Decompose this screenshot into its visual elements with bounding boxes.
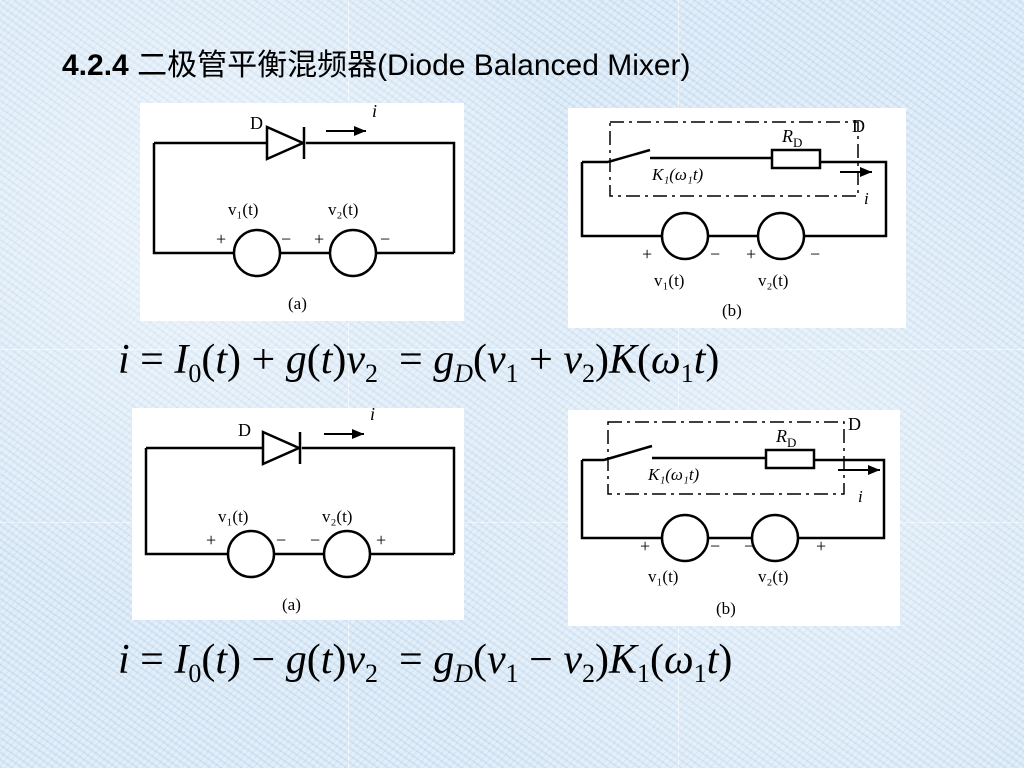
plus-sign: + [746,244,756,264]
circuit-bottom-b: RD D K₁(ω₁t) i + − − + v₁(t) v₂(t) (b) [568,410,900,626]
wire [152,143,234,255]
wire [144,448,228,556]
current-label: i [864,189,869,208]
v2-label: v₂(t) [322,507,352,526]
slide-title: 4.2.4 二极管平衡混频器(Diode Balanced Mixer) [62,40,691,84]
diode-label: D [848,414,861,434]
minus-sign: − [710,536,720,556]
wire [580,162,662,238]
equation-1: i = I0(t) + g(t)v2 = gD(v1 + v2)K(ω1t) [118,337,720,388]
diode-equivalent-box [609,121,859,197]
plus-sign: + [376,530,386,550]
source-v1 [660,513,710,563]
figure-caption: (b) [716,599,736,618]
diode-symbol [261,430,303,466]
minus-sign: − [281,229,291,249]
figure-caption: (b) [722,301,742,320]
resistor-label: RD [781,126,802,150]
equation-2: i = I0(t) − g(t)v2 = gD(v1 − v2)K1(ω1t) [118,637,733,688]
current-label: i [858,487,863,506]
tile-seam [678,0,679,768]
plus-sign: + [640,536,650,556]
minus-sign: − [310,530,320,550]
diode-label: D [238,420,251,440]
circuit-bottom-a: D i v₁(t) v₂(t) + − − + (a) [132,408,464,620]
source-v2 [750,513,800,563]
tile-seam [0,522,1024,523]
arrow-head [868,465,880,475]
plus-sign: + [206,530,216,550]
title-text: 二极管平衡混频器(Diode Balanced Mixer) [128,49,691,82]
figure-caption: (a) [288,294,307,313]
minus-sign: − [810,244,820,264]
source-v1 [660,211,710,261]
switch-blade [607,148,651,164]
resistor [770,148,822,170]
minus-sign: − [744,536,754,556]
resistor [764,448,816,470]
tile-seam [348,0,349,768]
wire [804,160,888,238]
wire [302,446,456,554]
plus-sign: + [642,244,652,264]
resistor-label: RD [775,426,796,450]
source-v1 [226,529,276,579]
plus-sign: + [816,536,826,556]
diode-equivalent-box [607,421,845,495]
figure-caption: (a) [282,595,301,614]
section-number: 4.2.4 [62,49,129,82]
wire [798,458,886,540]
plus-sign: + [216,229,226,249]
plus-sign: + [314,229,324,249]
circuit-top-b: RD D K₁(ω₁t) i + − + − v₁(t) v₂(t) (b) [568,108,906,328]
source-v2 [322,529,372,579]
tile-seam [0,349,1024,350]
v1-label: v₁(t) [648,567,678,586]
diode-label: D [852,116,865,136]
arrow-head [354,126,366,136]
source-v2 [328,228,378,278]
minus-sign: − [276,530,286,550]
switch-blade [603,444,653,462]
arrow-head [860,167,872,177]
source-v1 [232,228,282,278]
source-v2 [756,211,806,261]
current-label: i [370,408,375,424]
circuit-top-a: D i v₁(t) v₂(t) + − + − (a) [140,103,464,321]
arrow-head [352,429,364,439]
diode-label: D [250,113,263,133]
minus-sign: − [380,229,390,249]
switch-label: K₁(ω₁t) [647,465,700,484]
v1-label: v₁(t) [654,271,684,290]
diode-symbol [265,125,307,161]
minus-sign: − [710,244,720,264]
v2-label: v₂(t) [758,567,788,586]
v2-label: v₂(t) [758,271,788,290]
wire [306,141,456,253]
v1-label: v₁(t) [228,200,258,219]
v2-label: v₂(t) [328,200,358,219]
current-label: i [372,103,377,121]
switch-label: K₁(ω₁t) [651,165,704,184]
wire [580,460,662,540]
v1-label: v₁(t) [218,507,248,526]
